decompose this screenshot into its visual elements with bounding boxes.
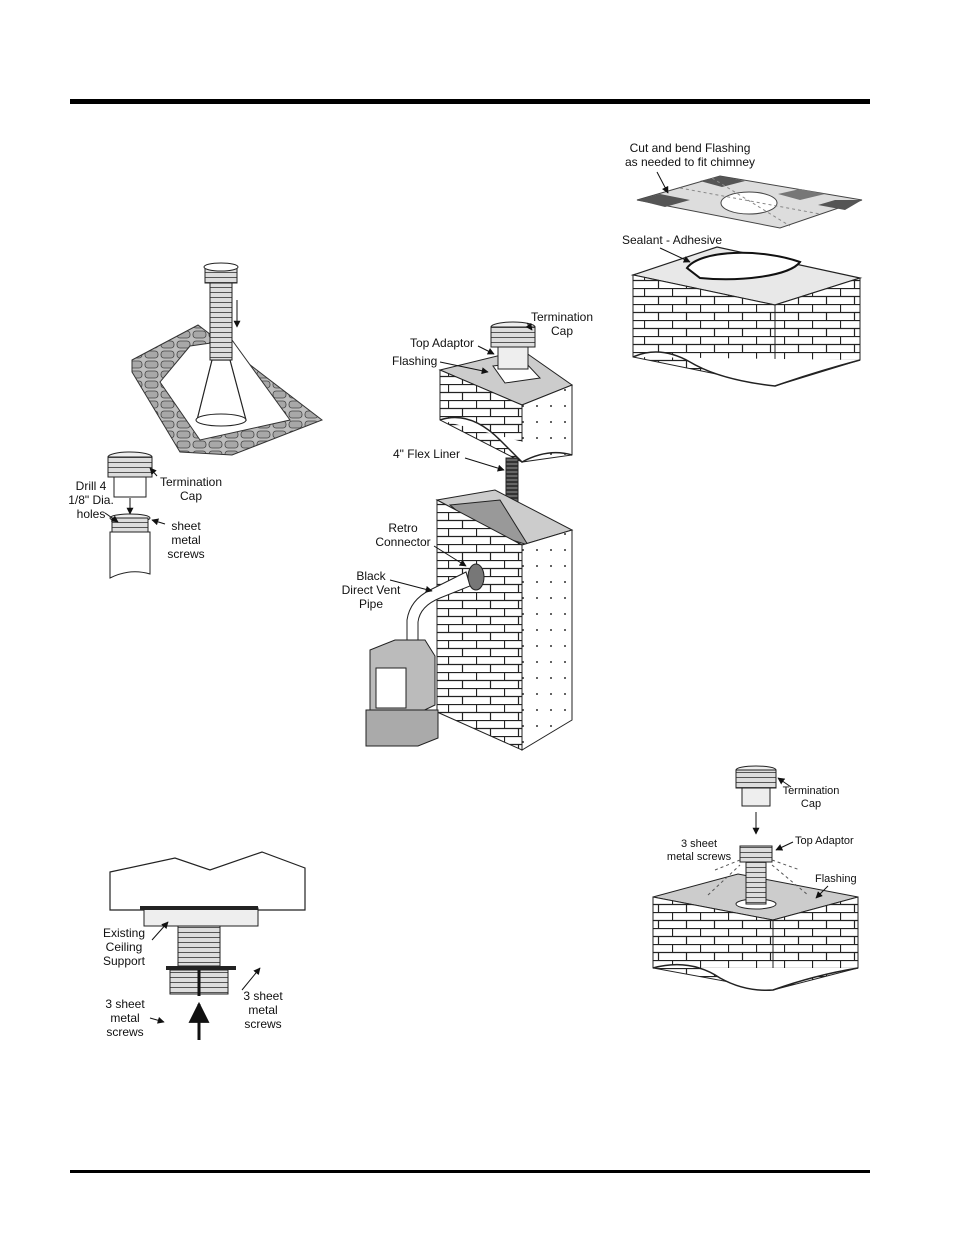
arrow-br-flashing — [815, 885, 829, 899]
arrow-flex-liner — [464, 457, 505, 472]
arrow-br-top-adaptor — [775, 841, 794, 851]
arrow-flashing — [439, 361, 489, 375]
arrow-screws-br-ceiling — [241, 967, 261, 991]
flashing-plate — [636, 175, 863, 229]
arrow-termination-cap-left — [149, 467, 158, 477]
label-three-screws-br: 3 sheet metal screws — [666, 838, 732, 863]
label-top-adaptor-br: Top Adaptor — [795, 835, 854, 847]
label-black-direct-vent-pipe: Black Direct Vent Pipe — [341, 569, 401, 611]
label-existing-ceiling-support: Existing Ceiling Support — [102, 926, 146, 968]
label-termination-cap-br: Termination Cap — [782, 785, 840, 810]
label-top-adaptor-main: Top Adaptor — [410, 336, 475, 350]
label-drill-holes: Drill 4 1/8" Dia. holes — [68, 479, 114, 521]
arrow-sealant — [659, 247, 691, 263]
label-termination-cap-main: Termination Cap — [530, 310, 594, 338]
chimney-top-right — [630, 246, 863, 387]
label-flex-liner: 4" Flex Liner — [393, 447, 460, 461]
ceiling-support — [109, 851, 306, 996]
arrow-drill-holes — [104, 512, 119, 523]
arrow-center-cap — [525, 322, 533, 331]
roof-pipe — [195, 262, 247, 427]
arrow-br-termination — [777, 777, 792, 788]
br-chimney — [652, 845, 859, 991]
termination-cap-left — [107, 451, 153, 579]
arrow-vent-pipe — [389, 579, 433, 593]
top-rule — [70, 99, 870, 104]
label-sheet-metal-screws-left: sheet metal screws — [167, 519, 205, 561]
label-sealant-adhesive: Sealant - Adhesive — [622, 233, 723, 247]
label-flashing-main: Flashing — [392, 354, 438, 368]
arrow-existing-support — [151, 921, 169, 941]
label-flashing-br: Flashing — [815, 873, 857, 885]
label-three-screws-right: 3 sheet metal screws — [243, 989, 283, 1031]
upper-chimney — [438, 349, 574, 463]
arrow-retro-connector — [433, 545, 467, 567]
label-retro-connector: Retro Connector — [375, 521, 431, 549]
center-termination-cap — [490, 321, 536, 370]
arrow-cut-flashing — [656, 171, 669, 194]
br-termination-cap — [735, 765, 777, 807]
arrow-top-adaptor — [477, 345, 495, 355]
label-cut-bend-flashing: Cut and bend Flashing as needed to fit c… — [624, 141, 756, 169]
arrow-screws-left — [151, 518, 166, 526]
label-termination-cap-left: Termination Cap — [159, 475, 223, 503]
label-three-screws-left: 3 sheet metal screws — [105, 997, 145, 1039]
lower-chimney — [435, 489, 574, 751]
bottom-rule — [70, 1170, 870, 1173]
arrow-screws-bl — [149, 1016, 165, 1024]
stove — [365, 639, 439, 747]
